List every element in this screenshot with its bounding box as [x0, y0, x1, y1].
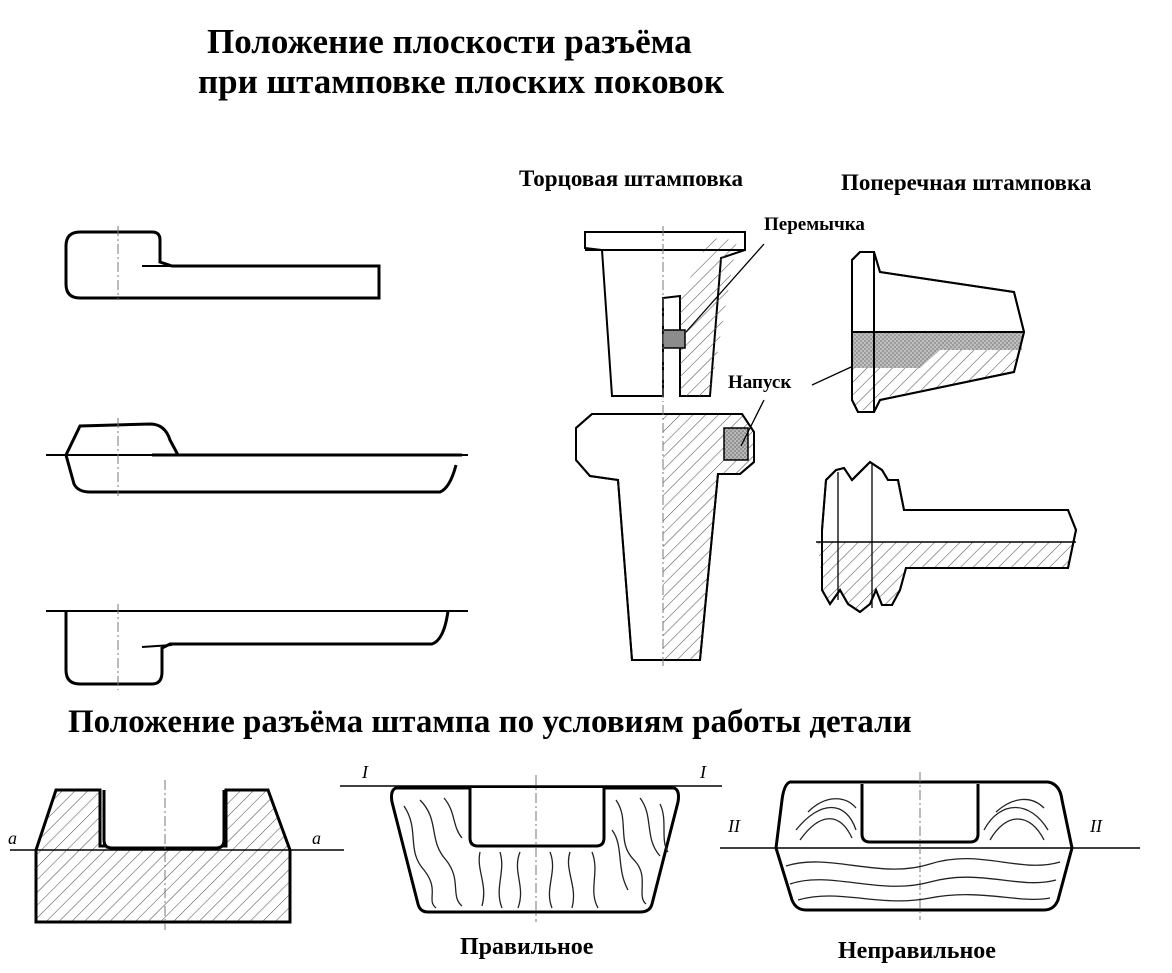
end-stamping-lower-part	[575, 405, 755, 666]
main-title-line-2: при штамповке плоских поковок	[198, 62, 725, 101]
die-parting-example-a	[10, 780, 344, 930]
axis-mark-I-left: I	[362, 762, 368, 782]
allowance-callout-label: Напуск	[728, 372, 792, 393]
axis-mark-II-left: II	[728, 816, 740, 836]
cross-stamping-upper-part	[851, 251, 1026, 413]
section2-title: Положение разъёма штампа по условиям раб…	[68, 704, 912, 740]
cross-stamping-heading: Поперечная штамповка	[841, 170, 1092, 195]
flat-forging-2	[46, 418, 468, 496]
die-parting-example-correct	[340, 775, 722, 922]
flat-forging-1	[64, 226, 381, 300]
caption-correct: Правильное	[460, 934, 594, 960]
axis-mark-II-right: II	[1090, 816, 1102, 836]
end-stamping-upper-part	[584, 226, 746, 402]
die-parting-example-incorrect	[720, 772, 1140, 920]
cross-stamping-lower-part	[816, 460, 1078, 614]
axis-mark-a-left: a	[8, 828, 17, 848]
flat-forging-3	[46, 604, 468, 690]
axis-mark-a-right: a	[312, 828, 321, 848]
caption-incorrect: Неправильное	[838, 938, 996, 964]
main-title-line-1: Положение плоскости разъёма	[207, 22, 692, 61]
axis-mark-I-right: I	[700, 762, 706, 782]
end-stamping-heading: Торцовая штамповка	[519, 166, 744, 191]
bridge-callout-label: Перемычка	[764, 214, 865, 235]
